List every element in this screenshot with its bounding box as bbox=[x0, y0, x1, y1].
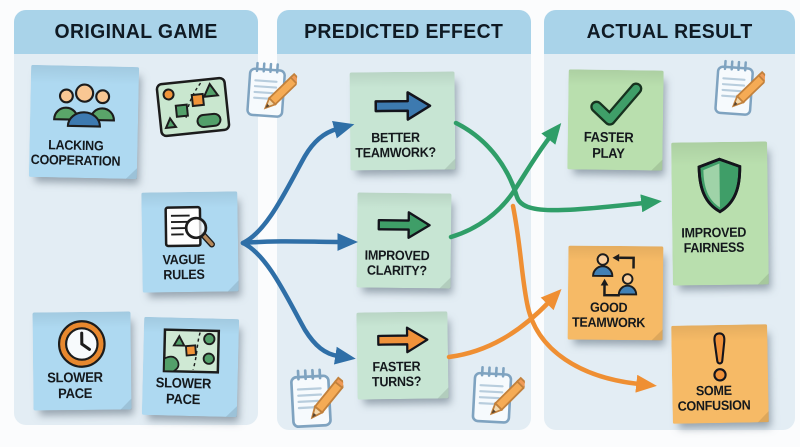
panel-title-actual: ACTUAL RESULT bbox=[586, 20, 753, 43]
notepad-pencil-icon bbox=[289, 367, 346, 429]
note-slower-pace-map: SLOWER PACE bbox=[141, 316, 240, 418]
note-label: FASTER PLAY bbox=[583, 128, 634, 161]
note-improved-clarity: IMPROVED CLARITY? bbox=[356, 192, 452, 289]
note-label: GOOD TEAMWORK bbox=[571, 300, 646, 331]
note-label: IMPROVED FAIRNESS bbox=[681, 224, 746, 256]
notepad-pencil-icon bbox=[713, 59, 767, 118]
people-group-icon bbox=[33, 73, 136, 140]
panel-header-actual: ACTUAL RESULT bbox=[544, 10, 795, 54]
note-improved-fairness: IMPROVED FAIRNESS bbox=[671, 141, 769, 286]
notepad-pencil-icon bbox=[471, 365, 526, 425]
note-slower-pace-clock: SLOWER PACE bbox=[32, 311, 132, 411]
note-faster-turns: FASTER TURNS? bbox=[356, 311, 449, 400]
panel-header-predicted: PREDICTED EFFECT bbox=[277, 10, 531, 54]
note-label: FASTER TURNS? bbox=[371, 359, 422, 390]
note-label: SOME CONFUSION bbox=[677, 383, 751, 414]
note-some-confusion: SOME CONFUSION bbox=[671, 324, 769, 424]
checkmark-icon bbox=[571, 77, 661, 130]
game-board-icon bbox=[155, 76, 231, 138]
map-icon bbox=[146, 325, 236, 377]
people-exchange-icon bbox=[571, 251, 660, 302]
note-lacking-cooperation: LACKING COOPERATION bbox=[28, 64, 140, 180]
note-label: LACKING COOPERATION bbox=[30, 137, 121, 169]
panel-title-original: ORIGINAL GAME bbox=[54, 20, 218, 43]
green-arrow-icon bbox=[360, 201, 449, 250]
document-magnifier-icon bbox=[144, 199, 235, 254]
note-label: IMPROVED CLARITY? bbox=[364, 247, 430, 279]
note-label: SLOWER PACE bbox=[155, 374, 212, 407]
note-better-teamwork: BETTER TEAMWORK? bbox=[349, 71, 456, 171]
exclamation-icon bbox=[674, 330, 765, 386]
orange-arrow-icon bbox=[360, 319, 446, 360]
clock-icon bbox=[36, 318, 129, 371]
note-label: BETTER TEAMWORK? bbox=[355, 130, 436, 161]
note-faster-play: FASTER PLAY bbox=[567, 69, 664, 171]
shield-icon bbox=[674, 155, 765, 216]
panel-header-original: ORIGINAL GAME bbox=[14, 10, 258, 54]
panel-title-predicted: PREDICTED EFFECT bbox=[304, 20, 504, 43]
notepad-pencil-icon bbox=[245, 61, 299, 120]
blue-arrow-icon bbox=[353, 80, 452, 132]
note-good-teamwork: GOOD TEAMWORK bbox=[567, 245, 664, 341]
note-label: SLOWER PACE bbox=[47, 368, 104, 401]
note-vague-rules: VAGUE RULES bbox=[141, 191, 239, 293]
note-label: VAGUE RULES bbox=[162, 252, 205, 283]
